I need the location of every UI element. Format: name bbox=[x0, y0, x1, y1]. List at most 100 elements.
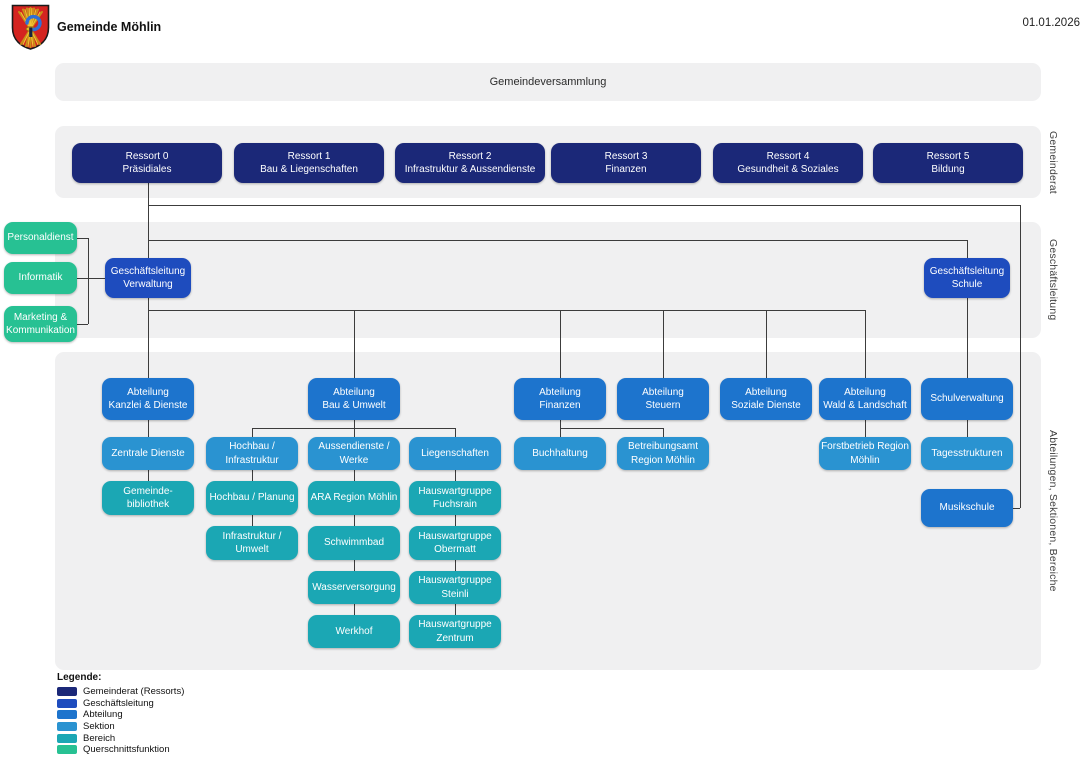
node-ara-region-moehlin: ARA Region Möhlin bbox=[308, 481, 400, 515]
legend-swatch-gemeinderat bbox=[57, 687, 77, 697]
node-abteilung-kanzlei-dienste: Abteilung Kanzlei & Dienste bbox=[102, 378, 194, 420]
connector bbox=[252, 515, 253, 526]
connector bbox=[252, 428, 253, 437]
connector bbox=[865, 420, 866, 437]
connector bbox=[967, 420, 968, 437]
node-geschaeftsleitung-schule: Geschäftsleitung Schule bbox=[924, 258, 1010, 298]
band-gemeindeversammlung bbox=[55, 63, 1041, 101]
connector bbox=[77, 238, 88, 239]
node-abteilung-soziale-dienste: Abteilung Soziale Dienste bbox=[720, 378, 812, 420]
node-aussendienste-werke: Aussendienste / Werke bbox=[308, 437, 400, 470]
date-label: 01.01.2026 bbox=[1022, 17, 1080, 29]
legend-item-gemeinderat: Gemeinderat (Ressorts) bbox=[57, 686, 184, 698]
node-hauswartgruppe-fuchsrain: Hauswartgruppe Fuchsrain bbox=[409, 481, 501, 515]
legend-swatch-geschaeftsleitung bbox=[57, 698, 77, 708]
node-buchhaltung: Buchhaltung bbox=[514, 437, 606, 470]
connector bbox=[1012, 508, 1020, 509]
legend-swatch-bereich bbox=[57, 733, 77, 743]
node-tagesstrukturen: Tagesstrukturen bbox=[921, 437, 1013, 470]
connector bbox=[148, 183, 149, 258]
node-hochbau-infrastruktur: Hochbau / Infrastruktur bbox=[206, 437, 298, 470]
node-forstbetrieb: Forstbetrieb Region Möhlin bbox=[819, 437, 911, 470]
connector bbox=[354, 560, 355, 571]
legend-title: Legende: bbox=[57, 672, 102, 683]
connector bbox=[455, 604, 456, 615]
node-ressort-5: Ressort 5 Bildung bbox=[873, 143, 1023, 183]
legend-item-querschnittsfunktion: Querschnittsfunktion bbox=[57, 744, 184, 756]
connector bbox=[252, 428, 455, 429]
connector bbox=[455, 428, 456, 437]
node-schulverwaltung: Schulverwaltung bbox=[921, 378, 1013, 420]
node-musikschule: Musikschule bbox=[921, 489, 1013, 527]
node-personaldienst: Personaldienst bbox=[4, 222, 77, 254]
legend-label: Bereich bbox=[83, 732, 116, 744]
moehlin-coat-of-arms-icon bbox=[11, 4, 50, 50]
connector bbox=[354, 470, 355, 481]
legend-label: Abteilung bbox=[83, 709, 123, 721]
connector bbox=[88, 238, 89, 324]
node-ressort-3: Ressort 3 Finanzen bbox=[551, 143, 701, 183]
page-title: Gemeinde Möhlin bbox=[57, 20, 162, 34]
connector bbox=[865, 310, 866, 378]
connector bbox=[455, 560, 456, 571]
connector bbox=[148, 470, 149, 481]
connector bbox=[967, 298, 968, 378]
connector bbox=[77, 278, 105, 279]
node-ressort-0: Ressort 0 Präsidiales bbox=[72, 143, 222, 183]
legend-item-sektion: Sektion bbox=[57, 721, 184, 733]
node-liegenschaften: Liegenschaften bbox=[409, 437, 501, 470]
legend-swatch-querschnittsfunktion bbox=[57, 745, 77, 755]
legend-item-abteilung: Abteilung bbox=[57, 709, 184, 721]
legend-label: Querschnittsfunktion bbox=[83, 744, 170, 756]
connector bbox=[148, 205, 1020, 206]
connector bbox=[77, 324, 88, 325]
node-abteilung-finanzen: Abteilung Finanzen bbox=[514, 378, 606, 420]
node-gemeindeversammlung: Gemeindeversammlung bbox=[489, 76, 607, 88]
connector bbox=[766, 310, 767, 378]
node-werkhof: Werkhof bbox=[308, 615, 400, 648]
connector bbox=[663, 310, 664, 378]
connector bbox=[354, 604, 355, 615]
legend-item-bereich: Bereich bbox=[57, 732, 184, 744]
band-geschaeftsleitung bbox=[55, 222, 1041, 338]
node-abteilung-steuern: Abteilung Steuern bbox=[617, 378, 709, 420]
node-abteilung-wald-landschaft: Abteilung Wald & Landschaft bbox=[819, 378, 911, 420]
node-infrastruktur-umwelt: Infrastruktur / Umwelt bbox=[206, 526, 298, 560]
connector bbox=[560, 428, 663, 429]
node-informatik: Informatik bbox=[4, 262, 77, 294]
connector bbox=[148, 240, 967, 241]
node-ressort-4: Ressort 4 Gesundheit & Soziales bbox=[713, 143, 863, 183]
node-schwimmbad: Schwimmbad bbox=[308, 526, 400, 560]
node-betreibungsamt: Betreibungsamt Region Möhlin bbox=[617, 437, 709, 470]
legend-swatch-sektion bbox=[57, 722, 77, 732]
node-geschaeftsleitung-verwaltung: Geschäftsleitung Verwaltung bbox=[105, 258, 191, 298]
node-abteilung-bau-umwelt: Abteilung Bau & Umwelt bbox=[308, 378, 400, 420]
node-marketing-kommunikation: Marketing & Kommunikation bbox=[4, 306, 77, 342]
side-label-gemeinderat: Gemeinderat bbox=[1047, 130, 1059, 194]
legend-swatch-abteilung bbox=[57, 710, 77, 720]
node-ressort-2: Ressort 2 Infrastruktur & Aussendienste bbox=[395, 143, 545, 183]
connector bbox=[252, 470, 253, 481]
connector bbox=[663, 428, 664, 437]
node-wasserversorgung: Wasserversorgung bbox=[308, 571, 400, 604]
connector bbox=[455, 470, 456, 481]
connector bbox=[967, 240, 968, 258]
legend-label: Sektion bbox=[83, 721, 115, 733]
connector bbox=[354, 515, 355, 526]
node-zentrale-dienste: Zentrale Dienste bbox=[102, 437, 194, 470]
legend-label: Geschäftsleitung bbox=[83, 697, 154, 709]
legend-label: Gemeinderat (Ressorts) bbox=[83, 686, 185, 698]
side-label-abteilungen: Abteilungen, Sektionen, Bereiche bbox=[1047, 430, 1059, 592]
node-hauswartgruppe-obermatt: Hauswartgruppe Obermatt bbox=[409, 526, 501, 560]
connector bbox=[148, 310, 865, 311]
node-hauswartgruppe-steinli: Hauswartgruppe Steinli bbox=[409, 571, 501, 604]
connector bbox=[560, 310, 561, 378]
node-hauswartgruppe-zentrum: Hauswartgruppe Zentrum bbox=[409, 615, 501, 648]
side-label-geschaeftsleitung: Geschäftsleitung bbox=[1047, 239, 1059, 321]
connector bbox=[455, 515, 456, 526]
connector bbox=[148, 420, 149, 437]
node-hochbau-planung: Hochbau / Planung bbox=[206, 481, 298, 515]
connector bbox=[354, 310, 355, 378]
node-gemeindebibliothek: Gemeinde- bibliothek bbox=[102, 481, 194, 515]
